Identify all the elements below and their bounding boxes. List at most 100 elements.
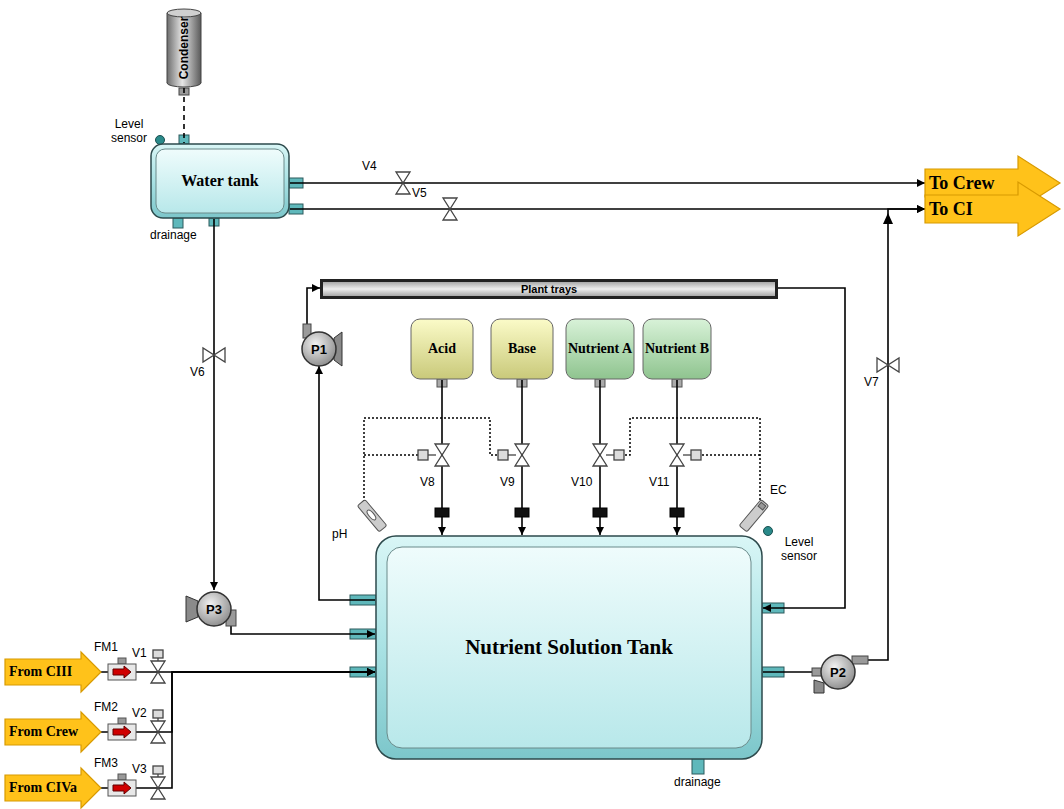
pipe-connector [231,626,375,634]
solenoid-valve-symbol [153,710,163,718]
flow-meter-symbol [108,658,136,796]
text-area: Nutrient B [642,318,712,380]
nutrient-container: Nutrient B [642,318,712,380]
valve-symbol [888,358,899,372]
flow-meter-symbol [113,666,131,678]
control-signal-line [624,418,760,500]
valve-symbol [203,348,214,362]
control-signal-line [364,418,498,502]
valve-label: V1 [132,647,147,661]
solenoid-valve-symbol [515,444,529,455]
text-area: To Crew [929,169,1018,197]
valve-label: V6 [190,366,205,380]
drainage-pipe [173,218,183,228]
solenoid-valve-symbol [498,450,508,460]
solenoid-valve-symbol [151,650,165,683]
text-area: To CI [929,195,1018,223]
node-text: Condenser [177,17,191,80]
solenoid-valve-symbol [515,455,529,466]
valve-label: V10 [571,476,592,490]
tank-fitting [593,508,607,517]
node-text: To CI [929,199,973,220]
text-area: Water tank [150,143,290,219]
nutrient-solution-tank-outline [387,547,751,748]
solenoid-valve-symbol [151,661,165,672]
node-text: P2 [830,665,846,680]
solenoid-valve-symbol [435,455,449,466]
control-signal-line [364,454,418,456]
valve-symbol [203,348,225,362]
pipe-connector [763,671,812,673]
valve-symbol [396,183,410,194]
nutrient-container-outline [643,319,711,379]
node-text: To Crew [929,173,995,194]
inlet-arrow-outline [5,768,101,808]
pipe-connector [763,288,845,608]
valve-symbol [443,209,457,220]
pump-outline [186,596,198,622]
merge-arrowhead [883,213,893,224]
valve-label: V3 [132,763,147,777]
flow-meter-symbol [108,774,136,796]
flow-meter-symbol [113,782,131,794]
control-signal-line [364,418,760,502]
text-area: P3 [199,599,229,619]
node-text: From CIII [9,664,72,680]
flow-meter-symbol [108,664,136,680]
base-container-outline [491,319,553,379]
acid-container-outline [411,319,473,379]
flow-meter-symbol [118,718,126,724]
solenoid-valve-symbol [593,455,607,466]
text-area: Plant trays [320,279,778,299]
text-area: Nutrient A [565,318,635,380]
valve-symbol [443,198,457,209]
node-text: Nutrient A [568,341,632,357]
sensor-label: pH [332,528,347,542]
flow-meter-symbol [118,774,126,780]
condenser: Condenser [166,8,202,88]
solenoid-valve-symbol [683,454,691,455]
nutrient-container: Nutrient A [565,318,635,380]
solenoid-valve-symbol [435,444,449,455]
valve-symbol [877,358,888,372]
text-area: Condenser [166,8,202,88]
text-area: Acid [410,318,474,380]
pipe-connector [101,672,375,788]
text-area: From Crew [9,719,81,745]
solenoid-valve-symbol [508,454,516,455]
pump-outline [197,592,231,626]
sensor-label: EC [770,484,787,498]
text-area: Nutrient Solution Tank [375,535,763,760]
valve-label: V11 [649,476,669,490]
tank-fitting [670,508,684,517]
level-sensor-symbol [156,136,165,145]
level-sensor-symbol [156,136,773,536]
flowmeter-label: FM3 [94,757,118,771]
condenser-outline [167,9,201,17]
valve-symbol [214,348,225,362]
pump-outline [852,656,868,664]
base-container: Base [490,318,554,380]
pipe-connector [307,288,320,324]
node-text: Base [508,341,536,357]
pipe-connector [319,366,375,600]
solenoid-valve-symbol [670,455,684,466]
valve-symbol [877,358,899,372]
drainage-pipe [692,758,704,774]
valve-label: V7 [864,376,879,390]
text-area: P2 [823,662,853,682]
water-tank-outline [151,144,289,218]
valve-label: V9 [500,476,515,490]
text-area: From CIII [9,659,81,685]
solenoid-valve-symbol [614,450,624,460]
solenoid-valve-symbol [428,454,436,455]
inlet-arrow: From CIII [5,652,101,692]
nutrient-solution-tank: Nutrient Solution Tank [375,535,763,760]
sensor-probe [357,499,387,531]
inlet-arrow-outline [5,652,101,692]
condenser-outline [167,13,201,83]
tank-fitting [435,508,449,517]
solenoid-valve-symbol [498,444,529,466]
solenoid-valve-symbol [151,766,165,799]
solenoid-valve-symbol [153,766,163,774]
